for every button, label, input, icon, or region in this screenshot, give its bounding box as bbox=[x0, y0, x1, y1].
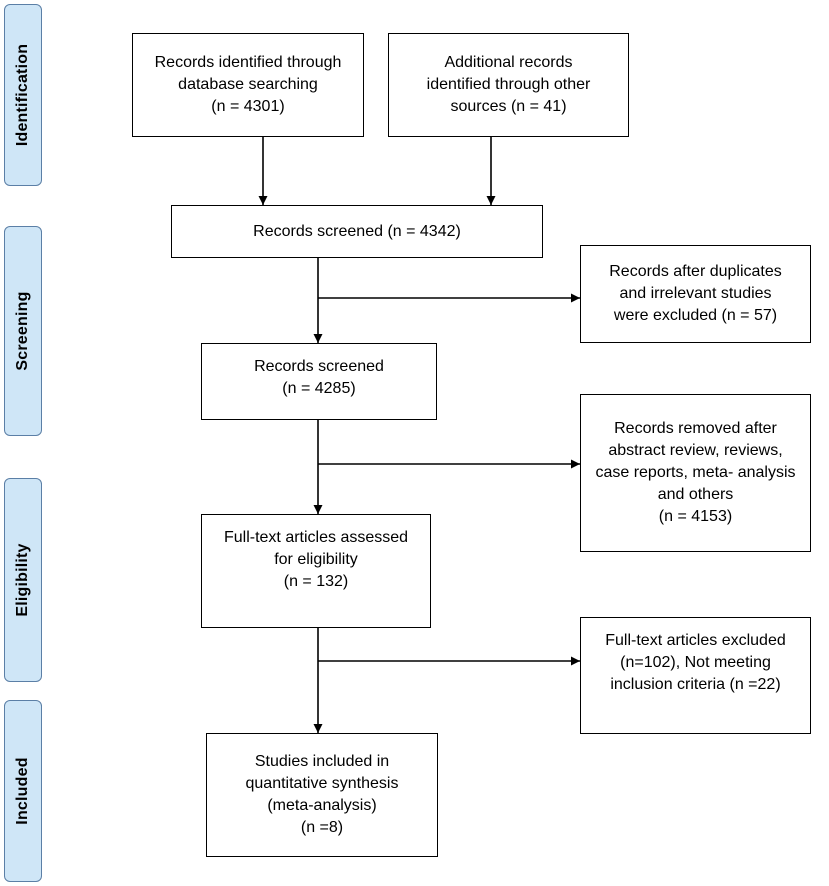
studies-included-line1: Studies included in bbox=[254, 753, 390, 770]
records-screened-2-line2: (n = 4285) bbox=[282, 380, 356, 397]
box-duplicates-excluded: Records after duplicates and irrelevant … bbox=[580, 245, 811, 343]
box-fulltext-excluded: Full-text articles excluded (n=102), Not… bbox=[580, 617, 811, 734]
duplicates-excluded-line3: were excluded (n = 57) bbox=[613, 307, 778, 324]
abstract-removed-line1: Records removed after bbox=[614, 420, 777, 437]
phase-screening: Screening bbox=[4, 226, 42, 436]
phase-included: Included bbox=[4, 700, 42, 882]
database-search-line3: (n = 4301) bbox=[211, 98, 285, 115]
box-studies-included: Studies included in quantitative synthes… bbox=[206, 733, 438, 857]
phase-identification-label: Identification bbox=[14, 43, 31, 147]
other-sources-line3: sources (n = 41) bbox=[450, 98, 567, 115]
fulltext-excluded-line3: inclusion criteria (n =22) bbox=[610, 676, 781, 693]
phase-included-label: Included bbox=[14, 757, 31, 825]
records-screened-2-line1: Records screened bbox=[254, 358, 384, 375]
studies-included-line2: quantitative synthesis bbox=[245, 775, 399, 792]
studies-included-line3: (meta-analysis) bbox=[267, 797, 377, 814]
phase-eligibility: Eligibility bbox=[4, 478, 42, 682]
box-database-search: Records identified through database sear… bbox=[132, 33, 364, 137]
records-screened-1-line1: Records screened (n = 4342) bbox=[253, 222, 461, 240]
phase-eligibility-label: Eligibility bbox=[14, 543, 31, 617]
phase-screening-label: Screening bbox=[14, 291, 31, 371]
abstract-removed-line3: case reports, meta- analysis bbox=[595, 464, 796, 481]
database-search-line1: Records identified through bbox=[154, 54, 342, 71]
studies-included-line4: (n =8) bbox=[300, 819, 344, 836]
fulltext-assessed-line3: (n = 132) bbox=[283, 573, 349, 590]
other-sources-line1: Additional records bbox=[444, 54, 573, 71]
abstract-removed-line2: abstract review, reviews, bbox=[608, 442, 783, 459]
fulltext-excluded-line2: (n=102), Not meeting bbox=[620, 654, 771, 671]
fulltext-assessed-line1: Full-text articles assessed bbox=[223, 529, 409, 546]
box-other-sources: Additional records identified through ot… bbox=[388, 33, 629, 137]
duplicates-excluded-line2: and irrelevant studies bbox=[619, 285, 772, 302]
abstract-removed-line5: (n = 4153) bbox=[658, 508, 733, 525]
other-sources-line2: identified through other bbox=[426, 76, 591, 93]
fulltext-excluded-line1: Full-text articles excluded bbox=[605, 632, 786, 649]
box-records-screened-1: Records screened (n = 4342) bbox=[171, 205, 543, 258]
fulltext-assessed-line2: for eligibility bbox=[274, 551, 358, 568]
box-records-screened-2: Records screened (n = 4285) bbox=[201, 343, 437, 420]
box-fulltext-assessed: Full-text articles assessed for eligibil… bbox=[201, 514, 431, 628]
phase-identification: Identification bbox=[4, 4, 42, 186]
abstract-removed-line4: and others bbox=[657, 486, 734, 503]
duplicates-excluded-line1: Records after duplicates bbox=[609, 263, 782, 280]
box-abstract-removed: Records removed after abstract review, r… bbox=[580, 394, 811, 552]
database-search-line2: database searching bbox=[178, 76, 318, 93]
